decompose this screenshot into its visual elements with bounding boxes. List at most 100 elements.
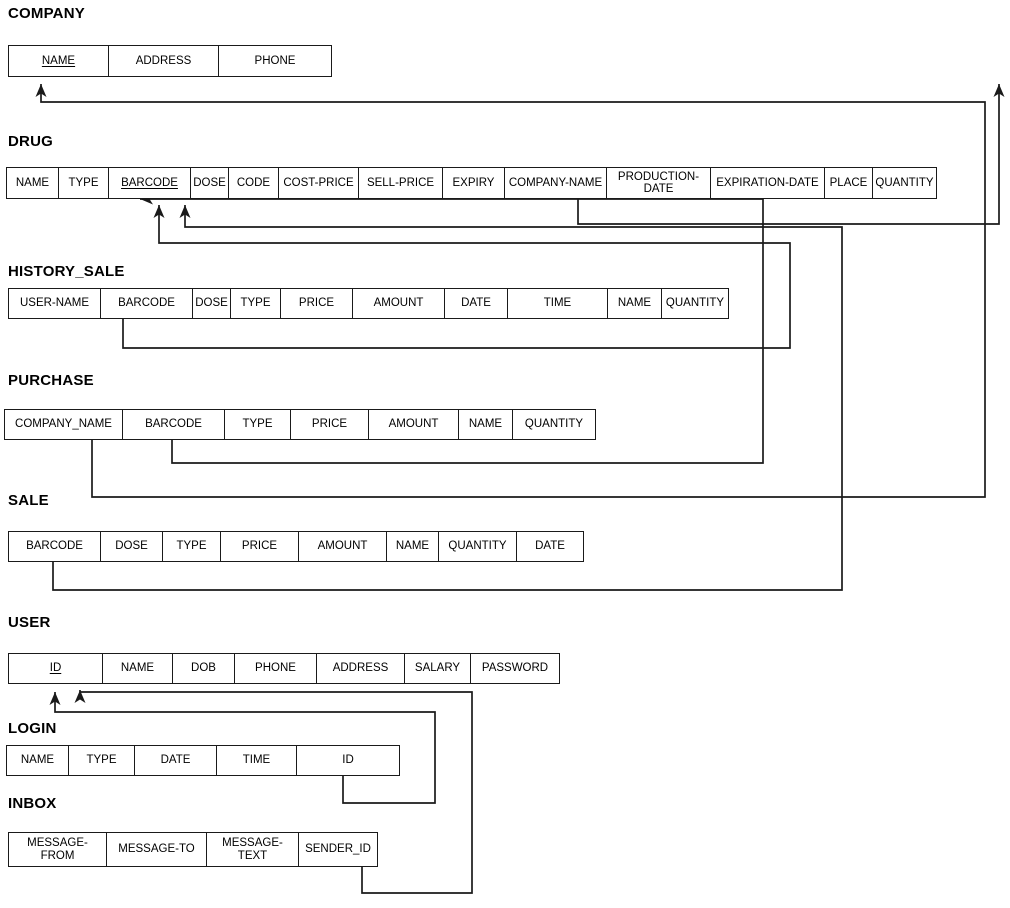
entity-title-inbox: INBOX <box>8 795 57 812</box>
entity-title-user: USER <box>8 614 51 631</box>
attribute-login-date[interactable]: DATE <box>135 746 217 775</box>
connector-line <box>122 205 791 349</box>
attribute-purchase-amount[interactable]: AMOUNT <box>369 410 459 439</box>
attribute-label: ADDRESS <box>332 662 389 675</box>
attribute-label: TYPE <box>242 418 273 431</box>
attribute-drug-place[interactable]: PLACE <box>825 168 873 198</box>
attribute-history_sale-time[interactable]: TIME <box>508 289 608 318</box>
entity-title-company: COMPANY <box>8 5 85 22</box>
attribute-inbox-sender-id[interactable]: SENDER_ID <box>299 833 377 866</box>
attribute-history_sale-amount[interactable]: AMOUNT <box>353 289 445 318</box>
attribute-label: BARCODE <box>118 297 175 310</box>
attribute-label: USER-NAME <box>19 297 89 310</box>
attribute-drug-expiry[interactable]: EXPIRY <box>443 168 505 198</box>
attribute-label: NAME <box>41 54 76 67</box>
attribute-company-address[interactable]: ADDRESS <box>109 46 219 76</box>
attribute-label: DATE <box>535 540 565 553</box>
attribute-purchase-price[interactable]: PRICE <box>291 410 369 439</box>
attribute-user-address[interactable]: ADDRESS <box>317 654 405 683</box>
attribute-history_sale-date[interactable]: DATE <box>445 289 508 318</box>
attribute-inbox-message-to[interactable]: MESSAGE-TO <box>107 833 207 866</box>
attribute-history_sale-name[interactable]: NAME <box>608 289 662 318</box>
attribute-history_sale-dose[interactable]: DOSE <box>193 289 231 318</box>
attribute-label: COST-PRICE <box>283 176 354 189</box>
attribute-sale-price[interactable]: PRICE <box>221 532 299 561</box>
attribute-label: PRICE <box>298 297 335 310</box>
attribute-sale-quantity[interactable]: QUANTITY <box>439 532 517 561</box>
attribute-drug-expiration-date[interactable]: EXPIRATION-DATE <box>711 168 825 198</box>
attribute-drug-type[interactable]: TYPE <box>59 168 109 198</box>
attribute-label: EXPIRY <box>452 176 495 189</box>
attribute-drug-name[interactable]: NAME <box>7 168 59 198</box>
attribute-purchase-barcode[interactable]: BARCODE <box>123 410 225 439</box>
attribute-label: ADDRESS <box>135 54 192 67</box>
attribute-purchase-type[interactable]: TYPE <box>225 410 291 439</box>
attribute-inbox-message-text[interactable]: MESSAGE- TEXT <box>207 833 299 866</box>
attribute-label: NAME <box>395 540 430 553</box>
attribute-label: TYPE <box>68 176 99 189</box>
attribute-company-phone[interactable]: PHONE <box>219 46 331 76</box>
attribute-history_sale-user-name[interactable]: USER-NAME <box>9 289 101 318</box>
attribute-sale-date[interactable]: DATE <box>517 532 583 561</box>
attribute-history_sale-price[interactable]: PRICE <box>281 289 353 318</box>
attribute-sale-type[interactable]: TYPE <box>163 532 221 561</box>
attribute-login-name[interactable]: NAME <box>7 746 69 775</box>
attribute-label: DOSE <box>115 540 148 553</box>
attribute-user-dob[interactable]: DOB <box>173 654 235 683</box>
entity-title-sale: SALE <box>8 492 49 509</box>
attribute-label: PRICE <box>311 418 348 431</box>
entity-table-company: NAME ADDRESS PHONE <box>8 45 332 77</box>
attribute-history_sale-barcode[interactable]: BARCODE <box>101 289 193 318</box>
attribute-sale-name[interactable]: NAME <box>387 532 439 561</box>
attribute-purchase-company-name[interactable]: COMPANY_NAME <box>5 410 123 439</box>
attribute-user-name[interactable]: NAME <box>103 654 173 683</box>
attribute-user-id[interactable]: ID <box>9 654 103 683</box>
connector-arrowhead <box>993 84 1005 97</box>
attribute-drug-code[interactable]: CODE <box>229 168 279 198</box>
attribute-label: DOSE <box>195 297 228 310</box>
attribute-label: ID <box>342 754 354 767</box>
attribute-login-type[interactable]: TYPE <box>69 746 135 775</box>
attribute-sale-amount[interactable]: AMOUNT <box>299 532 387 561</box>
attribute-drug-dose[interactable]: DOSE <box>191 168 229 198</box>
attribute-history_sale-type[interactable]: TYPE <box>231 289 281 318</box>
attribute-user-password[interactable]: PASSWORD <box>471 654 559 683</box>
attribute-label: PLACE <box>829 176 868 189</box>
attribute-drug-quantity[interactable]: QUANTITY <box>873 168 936 198</box>
attribute-company-name[interactable]: NAME <box>9 46 109 76</box>
attribute-drug-production-date[interactable]: PRODUCTION- DATE <box>607 168 711 198</box>
connector-arrowhead <box>74 690 86 703</box>
attribute-login-time[interactable]: TIME <box>217 746 297 775</box>
attribute-label: NAME <box>20 754 55 767</box>
attribute-label: DATE <box>461 297 491 310</box>
attribute-label: NAME <box>468 418 503 431</box>
attribute-sale-dose[interactable]: DOSE <box>101 532 163 561</box>
attribute-purchase-name[interactable]: NAME <box>459 410 513 439</box>
attribute-drug-barcode[interactable]: BARCODE <box>109 168 191 198</box>
connector-arrowhead <box>153 205 165 218</box>
attribute-purchase-quantity[interactable]: QUANTITY <box>513 410 595 439</box>
attribute-sale-barcode[interactable]: BARCODE <box>9 532 101 561</box>
entity-title-login: LOGIN <box>8 720 57 737</box>
attribute-label: SALARY <box>414 662 461 675</box>
attribute-login-id[interactable]: ID <box>297 746 399 775</box>
attribute-user-salary[interactable]: SALARY <box>405 654 471 683</box>
attribute-label: PRODUCTION- DATE <box>617 170 700 195</box>
connector-line <box>577 84 1000 225</box>
attribute-label: SELL-PRICE <box>366 176 435 189</box>
attribute-label: DOB <box>191 662 216 675</box>
attribute-history_sale-quantity[interactable]: QUANTITY <box>662 289 728 318</box>
attribute-user-phone[interactable]: PHONE <box>235 654 317 683</box>
attribute-drug-company-name[interactable]: COMPANY-NAME <box>505 168 607 198</box>
attribute-drug-sell-price[interactable]: SELL-PRICE <box>359 168 443 198</box>
attribute-label: TYPE <box>86 754 117 767</box>
attribute-inbox-message-from[interactable]: MESSAGE- FROM <box>9 833 107 866</box>
attribute-drug-cost-price[interactable]: COST-PRICE <box>279 168 359 198</box>
attribute-label: MESSAGE- FROM <box>27 837 88 862</box>
attribute-label: BARCODE <box>121 176 178 189</box>
attribute-label: NAME <box>617 297 652 310</box>
entity-title-drug: DRUG <box>8 133 53 150</box>
attribute-label: AMOUNT <box>388 418 439 431</box>
